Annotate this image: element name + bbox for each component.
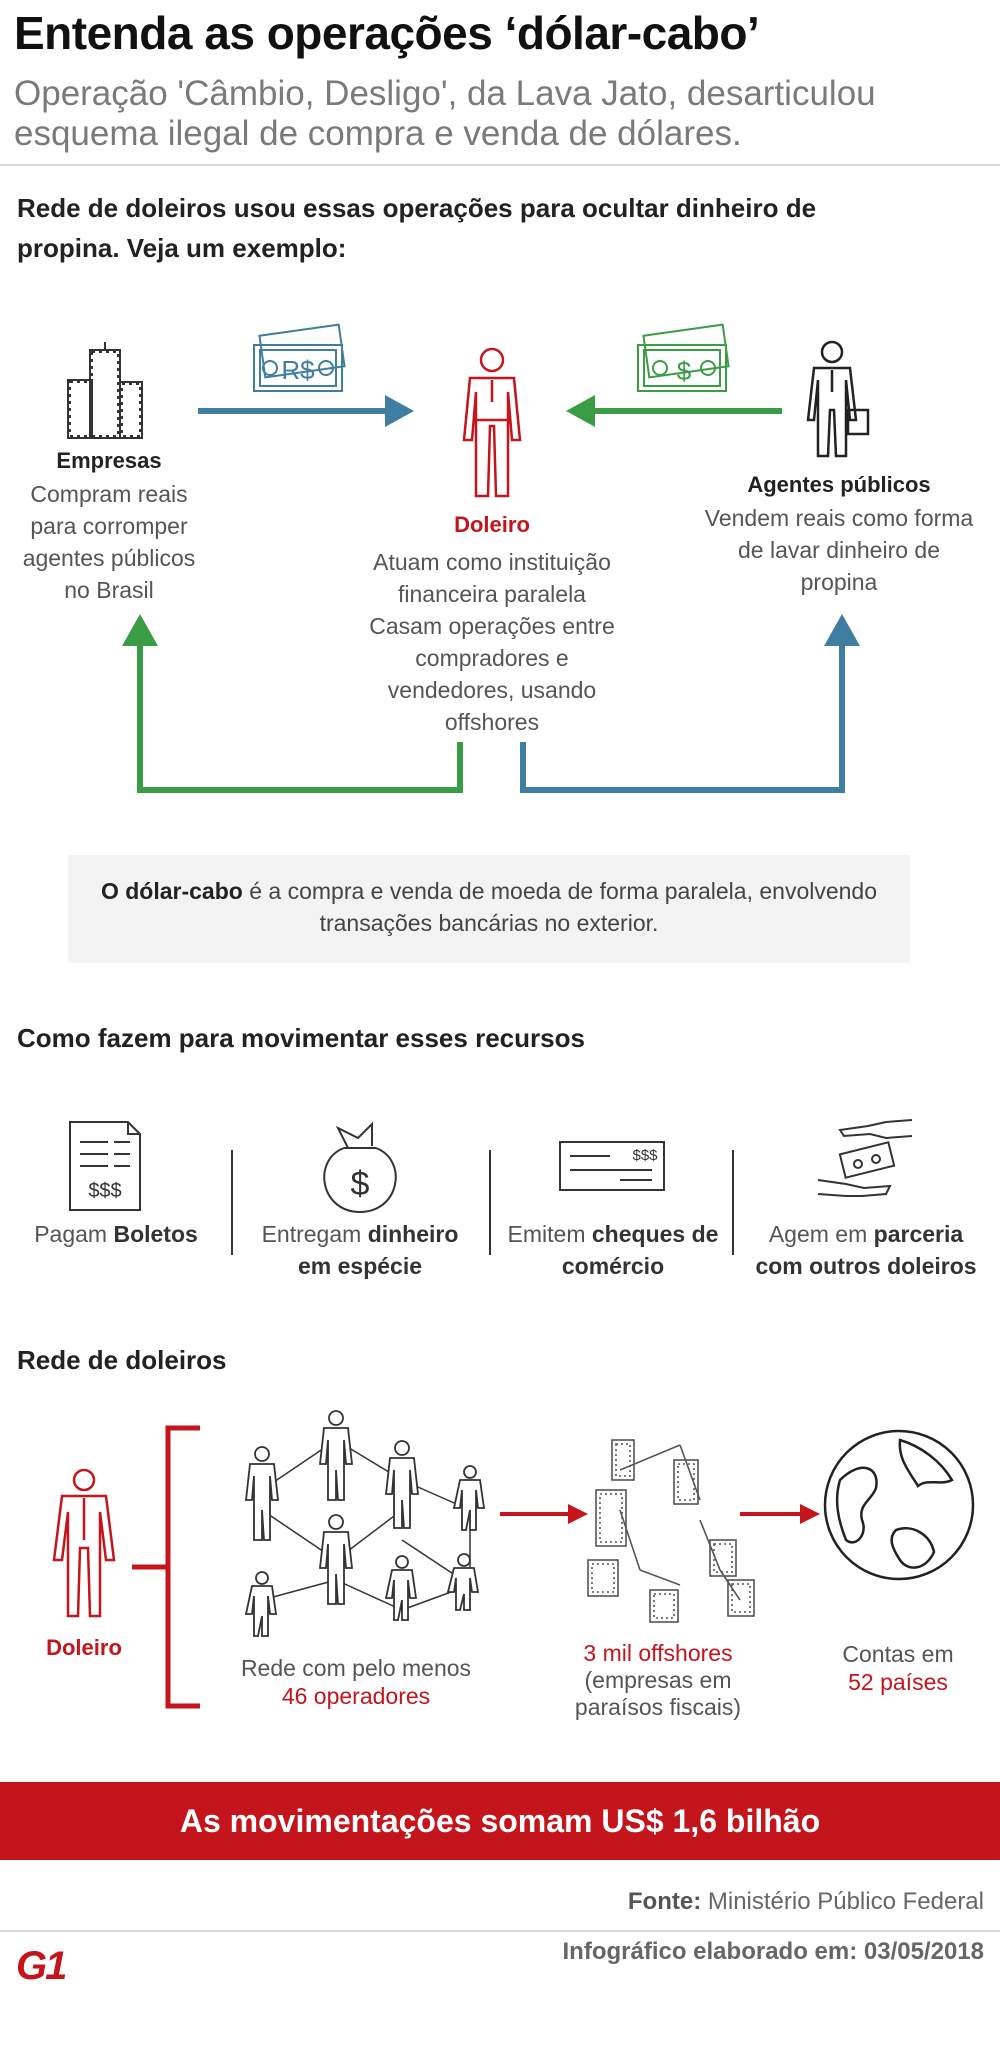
- method-boletos-pre: Pagam: [34, 1221, 114, 1247]
- method-dinheiro-bold: dinheiro em espécie: [297, 1221, 459, 1279]
- bracket: [132, 1425, 200, 1709]
- buildings-icon: [67, 342, 143, 439]
- operators-network: [261, 1439, 471, 1611]
- agentes-block: Agentes públicos Vendem reais como forma…: [704, 472, 974, 598]
- money-bag-icon: [323, 1121, 397, 1214]
- page-title: Entenda as operações ‘dólar-cabo’: [14, 7, 760, 59]
- method-cheques-pre: Emitem: [507, 1221, 592, 1247]
- arrow-to-globe: [740, 1504, 820, 1524]
- method-dinheiro-pre: Entregam: [261, 1221, 368, 1247]
- doleiro-person-icon: [462, 347, 522, 498]
- doleiro-network-person-icon: [52, 1468, 116, 1618]
- network-caption: Rede com pelo menos 46 operadores: [226, 1654, 486, 1710]
- method-parceria-pre: Agem em: [768, 1221, 874, 1247]
- offshores-caption-text: (empresas em paraísos fiscais): [574, 1667, 742, 1720]
- method-boletos: Pagam Boletos: [10, 1218, 222, 1250]
- accounts-caption-highlight: 52 países: [848, 1669, 948, 1695]
- method-cheques-bold: cheques de comércio: [561, 1221, 719, 1279]
- method-parceria: Agem em parceria com outros doleiros: [746, 1218, 986, 1282]
- arrow-empresas-to-doleiro: [198, 395, 414, 427]
- money-note-reais-label: R$: [281, 355, 315, 385]
- boleto-document-icon: [69, 1121, 141, 1211]
- arrow-to-offshores: [500, 1504, 588, 1524]
- network-doleiro-label: Doleiro: [46, 1635, 122, 1660]
- method-boletos-bold: Boletos: [113, 1221, 198, 1247]
- empresas-title: Empresas: [56, 448, 162, 473]
- definition-term: O dólar-cabo: [100, 878, 243, 904]
- empresas-block: Empresas Compram reais para corromper ag…: [14, 448, 204, 606]
- handshake-money-icon: [817, 1119, 913, 1197]
- accounts-caption: Contas em 52 países: [818, 1640, 978, 1696]
- method-parceria-bold: parceria com outros doleiros: [755, 1221, 977, 1279]
- section-heading-network: Rede de doleiros: [17, 1345, 227, 1375]
- arrow-doleiro-to-empresas: [122, 614, 463, 793]
- definition-box: O dólar-cabo é a compra e venda de moeda…: [68, 855, 910, 963]
- money-bag-symbol: $: [351, 1165, 370, 1203]
- cheque-symbols: $$$: [632, 1147, 658, 1164]
- definition-text: é a compra e venda de moeda de forma par…: [242, 878, 878, 936]
- section-heading-methods: Como fazem para movimentar esses recurso…: [17, 1023, 585, 1053]
- offshores-caption: 3 mil offshores (empresas em paraísos fi…: [548, 1640, 768, 1721]
- money-note-dollar-label: $: [677, 356, 692, 386]
- method-dinheiro: Entregam dinheiro em espécie: [244, 1218, 476, 1282]
- money-note-dollar-icon: [637, 323, 730, 392]
- empresas-text: Compram reais para corromper agentes púb…: [22, 481, 196, 603]
- source-line: Fonte: Ministério Público Federal: [628, 1888, 984, 1916]
- doleiro-text-1: Atuam como instituição financeira parale…: [373, 549, 611, 607]
- arrow-doleiro-to-agentes: [520, 614, 860, 793]
- section-heading-example: Rede de doleiros usou essas operações pa…: [17, 193, 817, 263]
- globe-icon: [823, 1429, 975, 1581]
- date-line: Infográfico elaborado em: 03/05/2018: [562, 1938, 985, 1965]
- network-caption-text: Rede com pelo menos: [240, 1655, 472, 1681]
- network-caption-highlight: 46 operadores: [281, 1683, 431, 1709]
- doleiro-title: Doleiro: [454, 512, 530, 537]
- offshores-caption-highlight: 3 mil offshores: [583, 1640, 733, 1666]
- agente-person-icon: [806, 340, 870, 458]
- page-subtitle: Operação 'Câmbio, Desligo', da Lava Jato…: [14, 74, 876, 153]
- boleto-symbols: $$$: [88, 1180, 121, 1202]
- agentes-text: Vendem reais como forma de lavar dinheir…: [704, 505, 974, 595]
- money-note-reais-icon: [253, 323, 346, 392]
- doleiro-text-2: Casam operações entre compradores e vend…: [369, 613, 615, 735]
- footer-divider: [0, 1930, 1000, 1932]
- offshores-buildings-icon: [587, 1439, 755, 1623]
- source-text: Ministério Público Federal: [701, 1888, 984, 1915]
- operator-person-icons: [244, 1410, 486, 1637]
- doleiro-block: Doleiro Atuam como instituição financeir…: [358, 512, 626, 738]
- accounts-caption-text: Contas em: [842, 1641, 954, 1667]
- method-cheques: Emitem cheques de comércio: [506, 1218, 720, 1282]
- source-label: Fonte:: [627, 1888, 702, 1915]
- arrow-agentes-to-doleiro: [566, 395, 782, 427]
- g1-logo[interactable]: G1: [16, 1944, 67, 1988]
- header-divider: [0, 164, 1000, 166]
- agentes-title: Agentes públicos: [747, 472, 931, 497]
- cheque-icon: [559, 1141, 665, 1191]
- total-banner: As movimentações somam US$ 1,6 bilhão: [0, 1782, 1000, 1860]
